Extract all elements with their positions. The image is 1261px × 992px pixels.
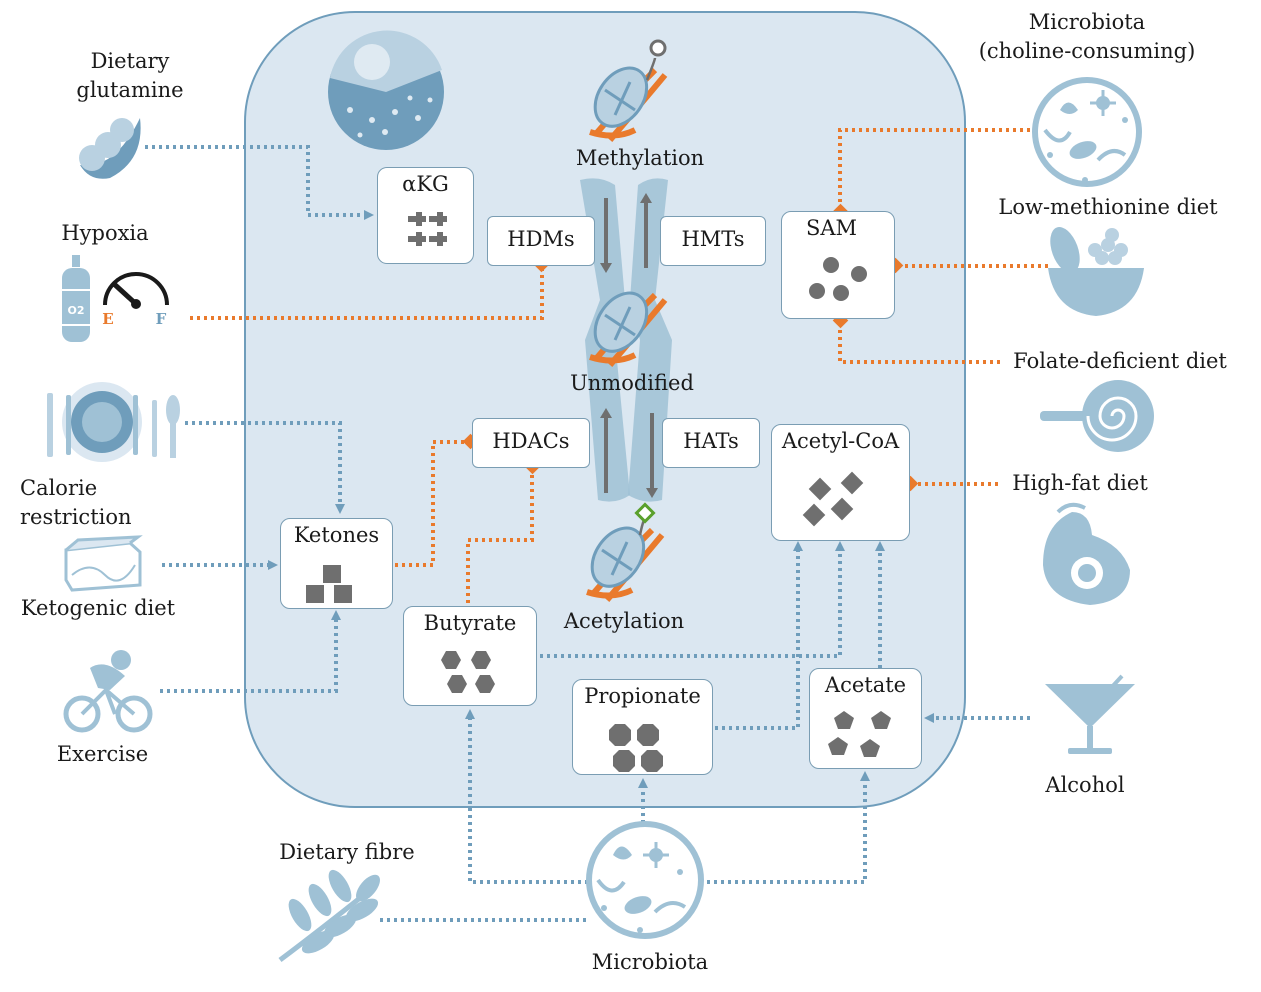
acetylcoa-label: Acetyl-CoA (781, 429, 900, 453)
low-methionine-label: Low-methionine diet (998, 195, 1218, 219)
sam-label: SAM (806, 216, 858, 240)
ketones-molecules-icon (306, 565, 352, 603)
choline-microbiota-to-sam-line (838, 128, 1030, 213)
hypoxia-to-hdms-line (190, 267, 544, 320)
nucleosome-acetylated-icon (586, 502, 665, 602)
gauge-full-label: F (156, 310, 167, 328)
microbiota-choline-icon (1032, 77, 1142, 187)
gauge-empty-label: E (102, 310, 113, 328)
oxygen-tank-icon (62, 255, 90, 342)
hdms-tag: HDMs (487, 216, 595, 266)
cocktail-glass-icon (1045, 674, 1135, 754)
butyrate-box: Butyrate (403, 606, 537, 706)
propionate-box: Propionate (572, 679, 713, 775)
nucleus-sphere-icon (328, 30, 444, 150)
sam-molecules-icon (809, 257, 867, 301)
butyrate-label: Butyrate (423, 611, 517, 635)
microbiota-label: Microbiota (591, 950, 709, 974)
butter-block-icon (64, 535, 143, 592)
fruit-bowl-icon (1048, 227, 1144, 316)
acetate-box: Acetate (809, 668, 922, 769)
nucleosome-methylated-icon (589, 39, 668, 142)
acetate-label: Acetate (824, 673, 907, 697)
glutamine-to-akg-arrow (145, 145, 374, 220)
ketogenic-diet-label: Ketogenic diet (20, 596, 176, 620)
fuel-gauge-icon (103, 272, 169, 309)
folate-deficient-label: Folate-deficient diet (1013, 349, 1227, 373)
hats-tag: HATs (662, 418, 760, 468)
akg-box: αKG (377, 167, 474, 264)
hdacs-tag: HDACs (472, 418, 590, 468)
avocado-icon (1043, 502, 1130, 605)
calorie-restriction-label: Calorie restriction (20, 476, 132, 529)
acetylcoa-box: Acetyl-CoA (771, 424, 910, 541)
unmodified-label: Unmodified (570, 371, 694, 395)
ketones-to-hdacs-line (395, 440, 472, 567)
butyrate-to-acetylcoa-arrow (540, 541, 845, 658)
glutamine-pea-pod-icon (79, 118, 141, 179)
microbiota-bottom-icon (586, 821, 704, 939)
microbiota-choline-label: Microbiota (choline-consuming) (978, 10, 1196, 63)
hypoxia-label: Hypoxia (61, 221, 149, 245)
alcohol-label: Alcohol (1045, 773, 1125, 797)
cyclist-icon (63, 650, 153, 733)
ketones-label: Ketones (293, 523, 380, 547)
calorie-to-ketones-arrow (185, 421, 345, 514)
exercise-to-ketones-arrow (160, 610, 341, 693)
methylation-label: Methylation (575, 146, 705, 170)
acetate-molecules-icon (828, 711, 891, 757)
akg-label: αKG (402, 172, 449, 196)
propionate-to-acetylcoa-arrow (715, 541, 803, 730)
plate-cutlery-icon (47, 382, 180, 462)
sam-box: SAM (781, 211, 895, 319)
tank-o2-label: O2 (67, 304, 84, 317)
propionate-molecules-icon (609, 724, 663, 772)
hmts-tag: HMTs (660, 216, 766, 266)
nucleosome-unmodified-icon (589, 291, 668, 367)
acetylation-label: Acetylation (563, 609, 685, 633)
exercise-label: Exercise (56, 742, 149, 766)
dietary-glutamine-label: Dietary glutamine (76, 49, 184, 102)
butyrate-to-hdacs-line (466, 467, 534, 603)
pan-pancake-icon (1040, 380, 1154, 452)
dietary-fibre-label: Dietary fibre (279, 840, 415, 864)
high-fat-label: High-fat diet (1012, 471, 1148, 495)
acetylcoa-molecules-icon (802, 471, 864, 527)
akg-molecules-icon (408, 212, 447, 246)
propionate-label: Propionate (584, 684, 701, 708)
wheat-fibre-icon (278, 869, 380, 962)
butyrate-molecules-icon (441, 651, 495, 693)
ketones-box: Ketones (280, 518, 393, 609)
